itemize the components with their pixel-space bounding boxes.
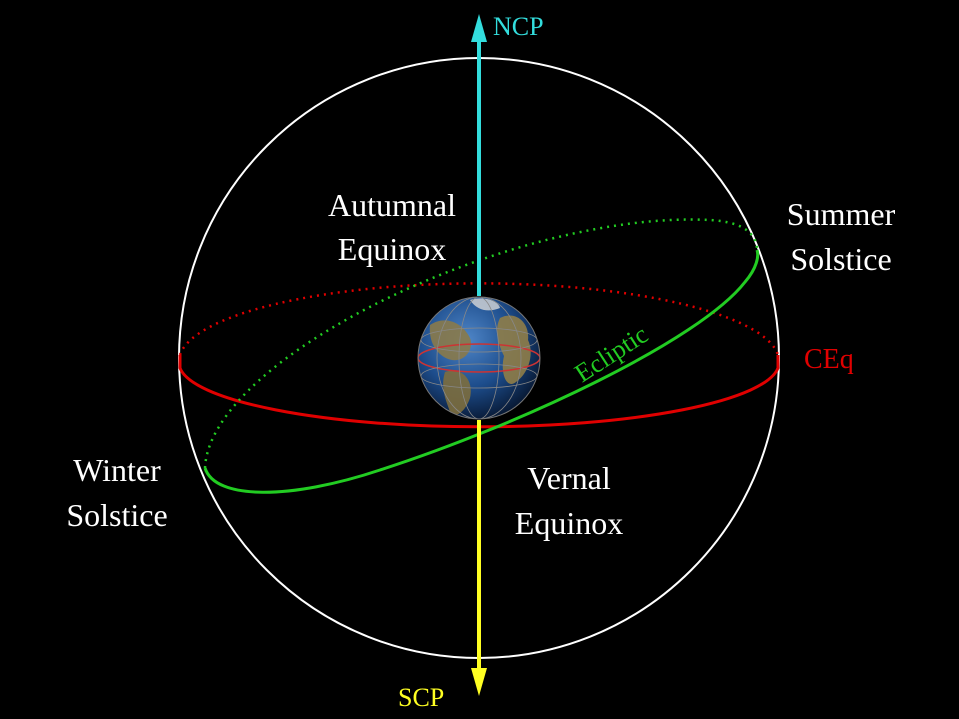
autumnal-equinox-label-line2: Equinox [338, 231, 446, 267]
ecliptic-front [203, 249, 760, 494]
scp-arrowhead [471, 668, 487, 696]
ecliptic-back [203, 218, 759, 469]
ncp-arrowhead [471, 14, 487, 42]
autumnal-equinox-label-line1: Autumnal [328, 187, 456, 223]
winter-solstice-label-line2: Solstice [66, 497, 167, 533]
earth-globe [417, 296, 541, 420]
vernal-equinox-label-line2: Equinox [515, 505, 623, 541]
vernal-equinox-label-line1: Vernal [527, 460, 611, 496]
ncp-label: NCP [493, 12, 544, 41]
summer-solstice-label-line1: Summer [787, 196, 896, 232]
summer-solstice-label-line2: Solstice [790, 241, 891, 277]
scp-label: SCP [398, 683, 444, 712]
celestial-equator-label: CEq [804, 344, 854, 375]
winter-solstice-label-line1: Winter [73, 452, 161, 488]
